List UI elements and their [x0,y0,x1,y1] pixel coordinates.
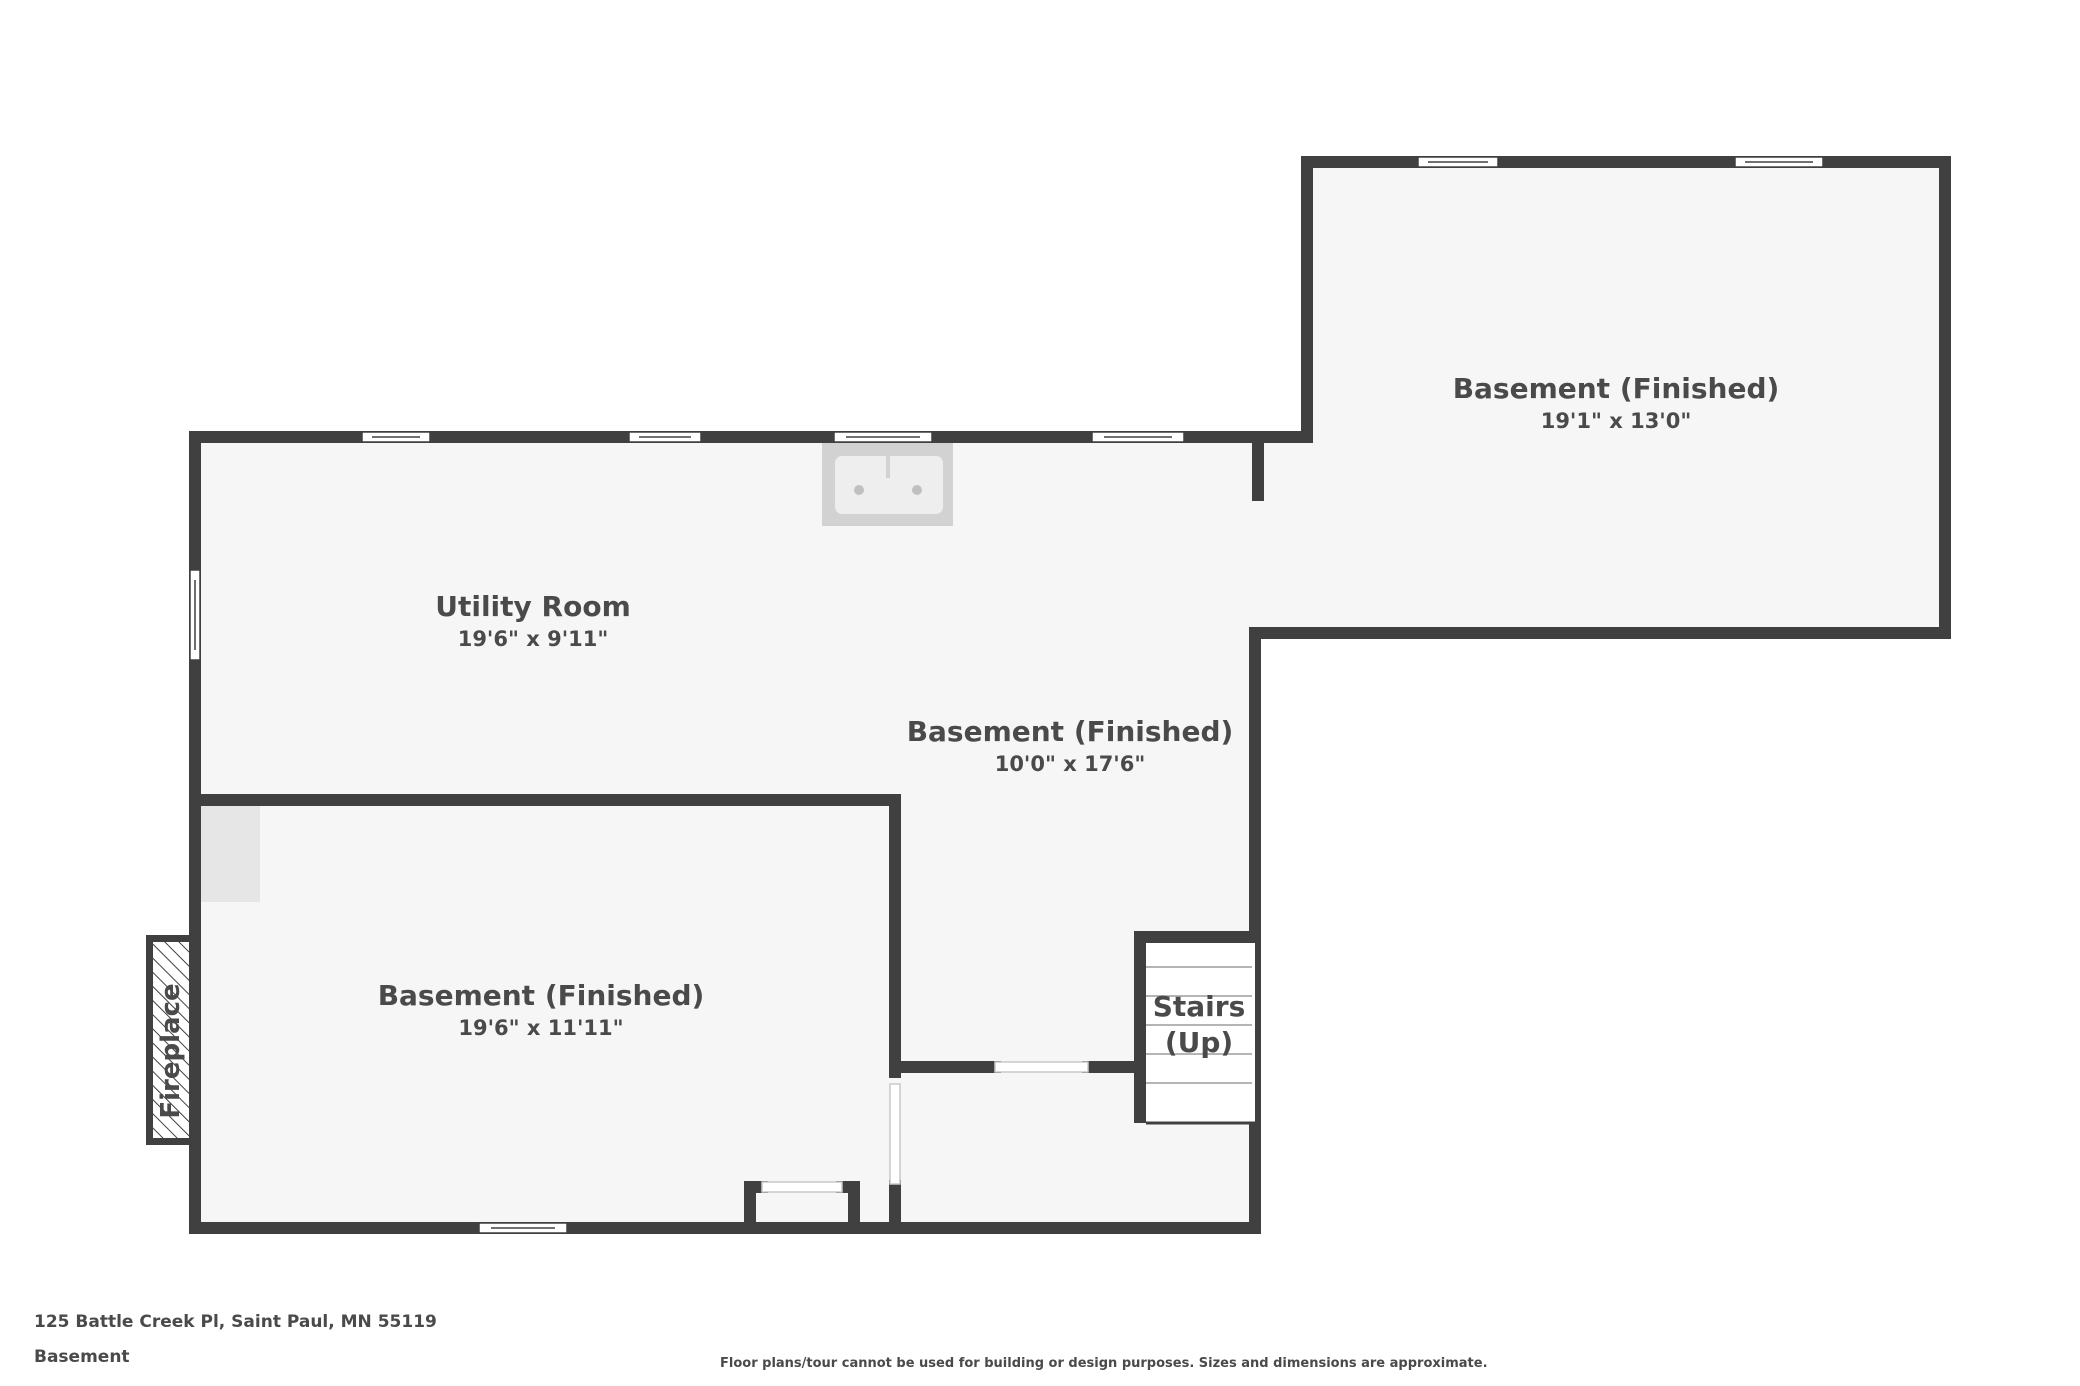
window [189,569,201,661]
room-name-basement-bottom-left: Basement (Finished) [378,979,705,1012]
floor-level-label: Basement [34,1347,130,1367]
room-name-utility-room: Utility Room [435,590,631,623]
interior-walls [189,437,1264,1234]
disclaimer-text: Floor plans/tour cannot be used for buil… [720,1356,1488,1371]
window [628,431,702,443]
sink-fixture [822,443,953,526]
fireplace-label: Fireplace [156,983,186,1118]
stairs [1134,931,1255,1125]
room-dims-basement-top-right: 19'1" x 13'0" [1541,409,1692,433]
stairs-label-line2: (Up) [1165,1026,1233,1059]
room-dims-basement-center: 10'0" x 17'6" [995,752,1146,776]
openings [761,1061,1089,1193]
window [1417,156,1499,168]
closet-shade [201,806,260,902]
window [1091,431,1185,443]
room-name-basement-center: Basement (Finished) [907,715,1234,748]
window [1734,156,1824,168]
window [833,431,933,443]
floor-area [195,162,1945,1228]
window [478,1222,568,1234]
windows [189,156,1824,1234]
window [361,431,431,443]
fireplace [146,935,195,1145]
room-dims-utility-room: 19'6" x 9'11" [458,627,609,651]
room-name-basement-top-right: Basement (Finished) [1453,372,1780,405]
stairs-label-line1: Stairs [1153,990,1246,1023]
property-address: 125 Battle Creek Pl, Saint Paul, MN 5511… [34,1312,437,1332]
room-dims-basement-bottom-left: 19'6" x 11'11" [458,1016,623,1040]
